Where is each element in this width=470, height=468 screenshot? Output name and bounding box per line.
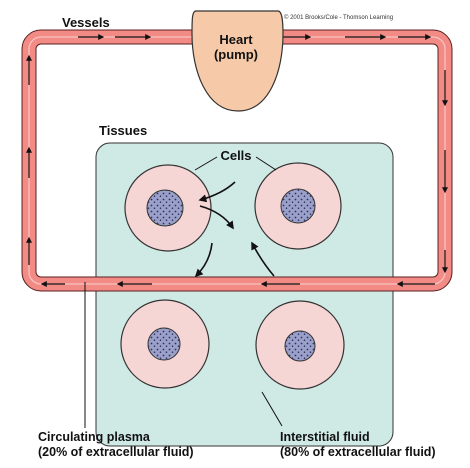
cell-bottom-right: [255, 300, 345, 390]
cells-leader-left: [194, 156, 218, 171]
vessels-label: Vessels: [62, 15, 110, 30]
interstitial-leader: [261, 391, 283, 427]
plasma-label-line2: (20% of extracellular fluid): [38, 445, 194, 459]
plasma-label-line1: Circulating plasma: [38, 430, 151, 444]
interstitial-label-line1: Interstitial fluid: [280, 430, 370, 444]
cell-top-left: [124, 164, 212, 252]
heart-label-line1: Heart: [219, 32, 253, 47]
flow-arrow-into-cell: [198, 181, 236, 203]
heart-pump-icon: [191, 10, 284, 112]
leader-lines: [84, 156, 283, 428]
cells-label: Cells: [220, 148, 251, 163]
nucleus-icon: [284, 330, 316, 362]
cells-leader-right: [255, 156, 277, 171]
flow-arrow-to-plasma: [194, 242, 213, 278]
nucleus-icon: [146, 189, 184, 227]
vessel-flow-arrows: [26, 34, 448, 287]
copyright-notice: © 2001 Brooks/Cole - Thomson Learning: [284, 14, 393, 21]
cell-bottom-left: [120, 299, 210, 389]
interstitial-label-line2: (80% of extracellular fluid): [280, 445, 436, 459]
flow-arrow-out-of-cell: [199, 205, 234, 230]
nucleus-icon: [280, 188, 316, 224]
tissues-label: Tissues: [99, 123, 147, 138]
nucleus-icon: [147, 327, 181, 361]
flow-arrow-from-plasma: [251, 241, 275, 277]
heart-label-line2: (pump): [214, 47, 258, 62]
exchange-arrows: [194, 181, 275, 278]
cell-top-right: [254, 162, 342, 250]
